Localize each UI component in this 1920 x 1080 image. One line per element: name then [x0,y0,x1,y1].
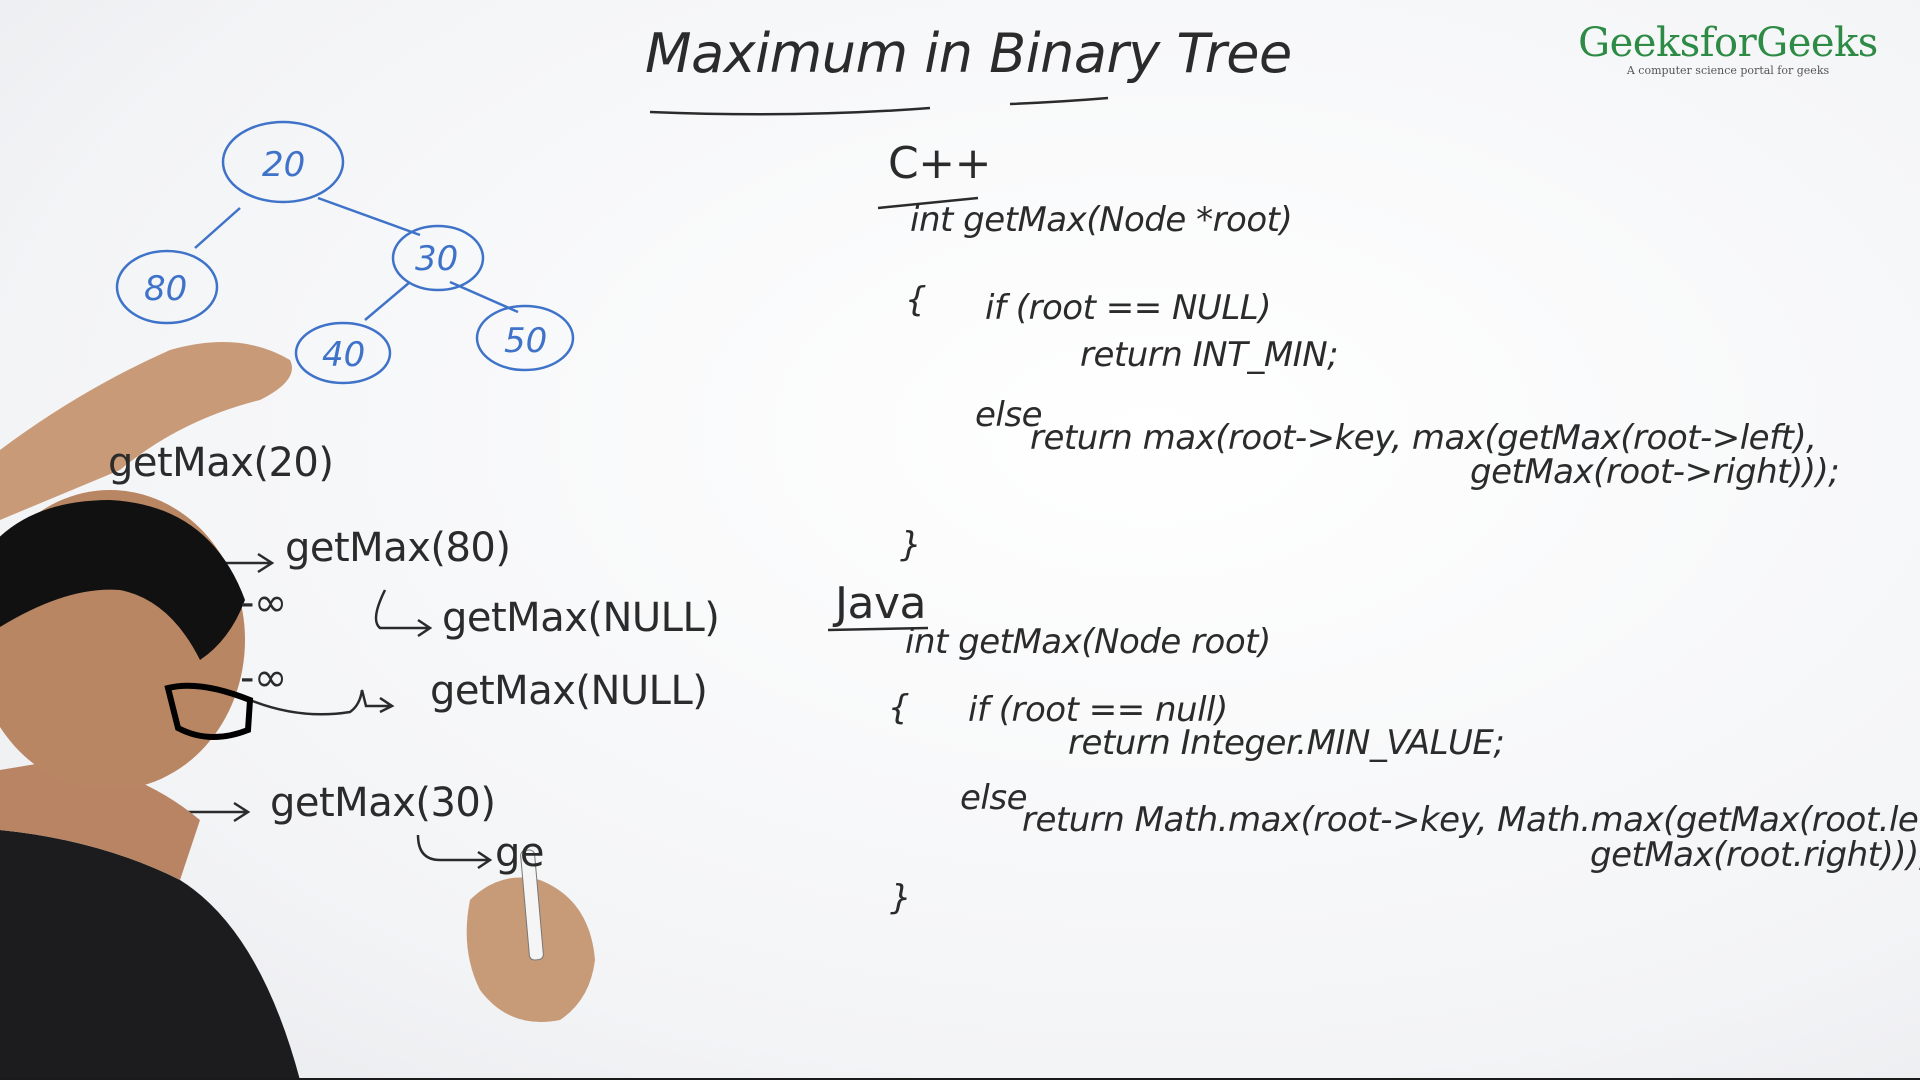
tree-node-label: 30 [415,239,458,279]
presenter-neck [0,760,200,880]
tree-node-label: 40 [322,335,365,375]
cpp-line: return max(root->key, max(getMax(root->l… [1030,418,1817,458]
marker-pen [520,849,544,961]
presenter-shirt [0,830,300,1080]
presenter-arm [0,342,292,520]
tree-node-label: 80 [144,269,187,309]
java-underline [827,626,929,632]
cpp-line: { [905,280,927,320]
trace-line: getMax(NULL) [430,668,708,714]
cpp-line: getMax(root->right))); [1470,452,1840,492]
cpp-line: if (root == NULL) [985,288,1271,328]
java-line: getMax(root.right))); [1590,835,1920,875]
trace-neg-inf: -∞ [240,655,287,701]
presenter [0,342,595,1080]
java-line: { [888,688,910,728]
trace-arrows [180,552,493,870]
trace-line: getMax(20) [108,440,334,486]
logo-name: GeeksforGeeks [1578,20,1878,66]
java-line: } [890,878,912,918]
trace-line: getMax(30) [270,780,496,826]
cpp-line: else [975,395,1043,435]
tree-node-40 [294,321,392,385]
tree-node-50 [475,304,575,372]
trace-line: ge [495,830,545,876]
java-label: Java [835,578,926,629]
trace-neg-inf: -∞ [240,580,287,626]
java-line: return Math.max(root->key, Math.max(getM… [1022,800,1920,840]
tree-edges [194,196,519,321]
board-title: Maximum in Binary Tree [645,22,1292,85]
cpp-underline [877,196,979,210]
tree-node-20 [221,120,345,204]
java-line: if (root == null) [968,690,1228,730]
cpp-line: } [900,525,922,565]
java-line: return Integer.MIN_VALUE; [1068,723,1505,763]
tree-node-30 [391,224,485,292]
cpp-label: C++ [888,138,991,189]
java-line: int getMax(Node root) [905,622,1271,662]
title-underline [649,96,1109,116]
presenter-hair [0,500,245,660]
tree-node-80 [115,249,219,325]
cpp-line: int getMax(Node *root) [910,200,1293,240]
logo-tagline: A computer science portal for geeks [1626,64,1830,77]
video-bottom-edge [0,1078,1920,1080]
cpp-line: return INT_MIN; [1080,335,1339,375]
geeksforgeeks-logo: GeeksforGeeks A computer science portal … [1578,20,1878,77]
trace-line: getMax(80) [285,525,511,571]
tree-node-label: 50 [504,321,547,361]
tree-node-label: 20 [262,145,305,185]
java-line: else [960,778,1028,818]
presenter-glasses [164,682,254,741]
trace-line: getMax(NULL) [442,595,720,641]
